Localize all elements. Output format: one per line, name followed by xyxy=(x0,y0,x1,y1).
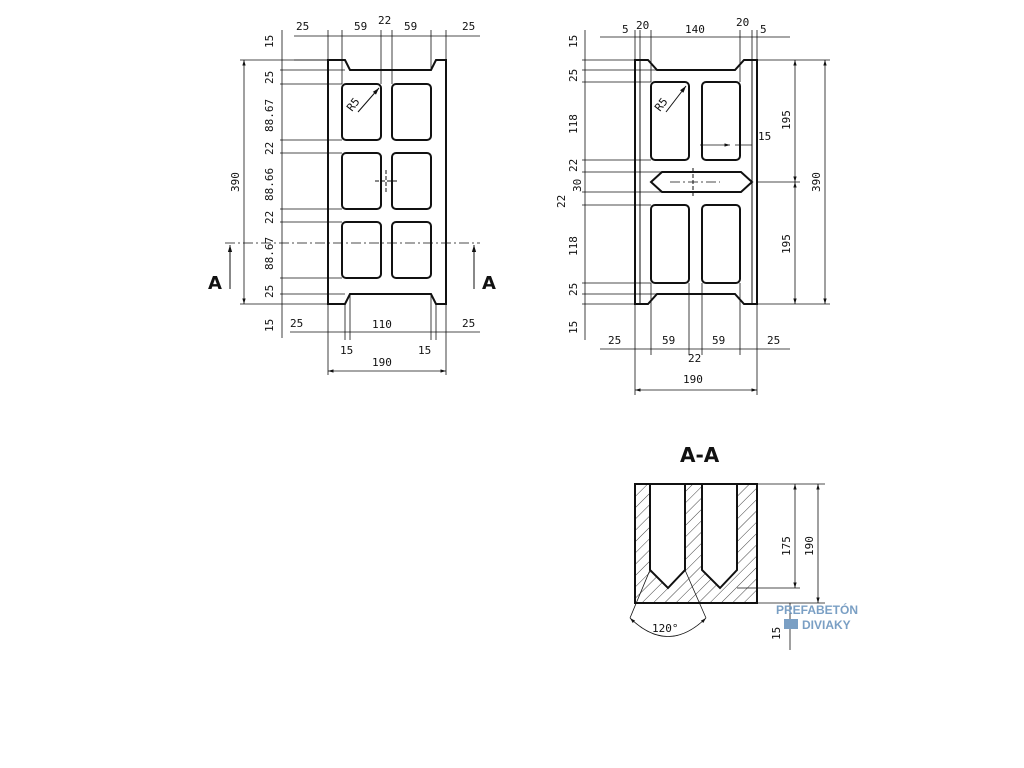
side-left-dim: 22 xyxy=(567,159,580,172)
side-cell xyxy=(701,81,741,161)
plan-radius-label: R5 xyxy=(344,95,362,113)
plan-cell xyxy=(341,83,382,141)
section-outer-dim: 190 xyxy=(803,536,816,556)
side-right-dim: 195 xyxy=(780,234,793,254)
section-angle-label: 120° xyxy=(652,622,679,635)
plan-top-dim: 25 xyxy=(462,20,475,33)
plan-left-dim: 88.67 xyxy=(263,237,276,270)
section-hatched-solid xyxy=(634,483,758,604)
company-logo: PREFABETÓN DIVIAKY xyxy=(776,602,858,632)
plan-height-dim: 390 xyxy=(229,172,242,192)
side-bottom-dim: 25 xyxy=(608,334,621,347)
plan-view: A A R5 xyxy=(208,14,496,375)
side-cell xyxy=(650,81,690,161)
plan-bottom-dim: 25 xyxy=(290,317,303,330)
plan-bottom-small: 15 xyxy=(418,344,431,357)
plan-left-dim: 25 xyxy=(263,285,276,298)
logo-line2: DIVIAKY xyxy=(802,618,851,632)
side-top-dim: 140 xyxy=(685,23,705,36)
plan-top-dim: 59 xyxy=(354,20,367,33)
logo-line1: PREFABETÓN xyxy=(776,602,858,617)
side-top-dim: 20 xyxy=(636,19,649,32)
plan-bottom-dim: 110 xyxy=(372,318,392,331)
side-width-dim: 190 xyxy=(683,373,703,386)
plan-bottom-small: 15 xyxy=(340,344,353,357)
side-top-dim: 5 xyxy=(622,23,629,36)
plan-cell xyxy=(341,221,382,279)
side-bottom-mid: 22 xyxy=(688,352,701,365)
side-left-dim: 25 xyxy=(567,283,580,296)
logo-mark xyxy=(784,619,798,629)
side-view: R5 15 xyxy=(555,16,830,395)
plan-cell xyxy=(391,152,432,210)
side-notch-dim: 15 xyxy=(758,130,771,143)
side-left-dim: 15 xyxy=(567,321,580,334)
side-top-dim: 20 xyxy=(736,16,749,29)
plan-cell xyxy=(391,83,432,141)
side-left-dim: 118 xyxy=(567,114,580,134)
plan-top-dim: 22 xyxy=(378,14,391,27)
side-bottom-dim: 59 xyxy=(712,334,725,347)
side-left-dim: 22 xyxy=(555,195,568,208)
plan-cell xyxy=(391,221,432,279)
side-left-dim: 15 xyxy=(567,35,580,48)
side-cell xyxy=(650,204,690,284)
plan-left-dim: 88.67 xyxy=(263,99,276,132)
side-bottom-dim: 25 xyxy=(767,334,780,347)
section-a-a: A-A 175 190 15 120° xyxy=(629,443,825,650)
side-right-dim: 195 xyxy=(780,110,793,130)
plan-top-dim: 59 xyxy=(404,20,417,33)
side-left-dim: 118 xyxy=(567,236,580,256)
plan-left-dim: 15 xyxy=(263,35,276,48)
plan-left-dim: 22 xyxy=(263,211,276,224)
side-top-dim: 5 xyxy=(760,23,767,36)
plan-left-dim: 25 xyxy=(263,71,276,84)
side-bottom-dim: 59 xyxy=(662,334,675,347)
plan-left-dim: 88.66 xyxy=(263,168,276,201)
plan-top-dim: 25 xyxy=(296,20,309,33)
plan-bottom-dim: 25 xyxy=(462,317,475,330)
plan-left-dim: 22 xyxy=(263,142,276,155)
section-inner-dim: 175 xyxy=(780,536,793,556)
side-height-dim: 390 xyxy=(810,172,823,192)
side-cell xyxy=(701,204,741,284)
side-radius-label: R5 xyxy=(652,95,670,113)
section-marker-right: A xyxy=(482,273,496,294)
plan-left-dim: 15 xyxy=(263,319,276,332)
section-marker-left: A xyxy=(208,273,222,294)
section-title: A-A xyxy=(680,443,720,467)
plan-width-dim: 190 xyxy=(372,356,392,369)
section-bottom-dim: 15 xyxy=(770,627,783,640)
side-left-dim: 25 xyxy=(567,69,580,82)
side-left-dim: 30 xyxy=(571,179,584,192)
